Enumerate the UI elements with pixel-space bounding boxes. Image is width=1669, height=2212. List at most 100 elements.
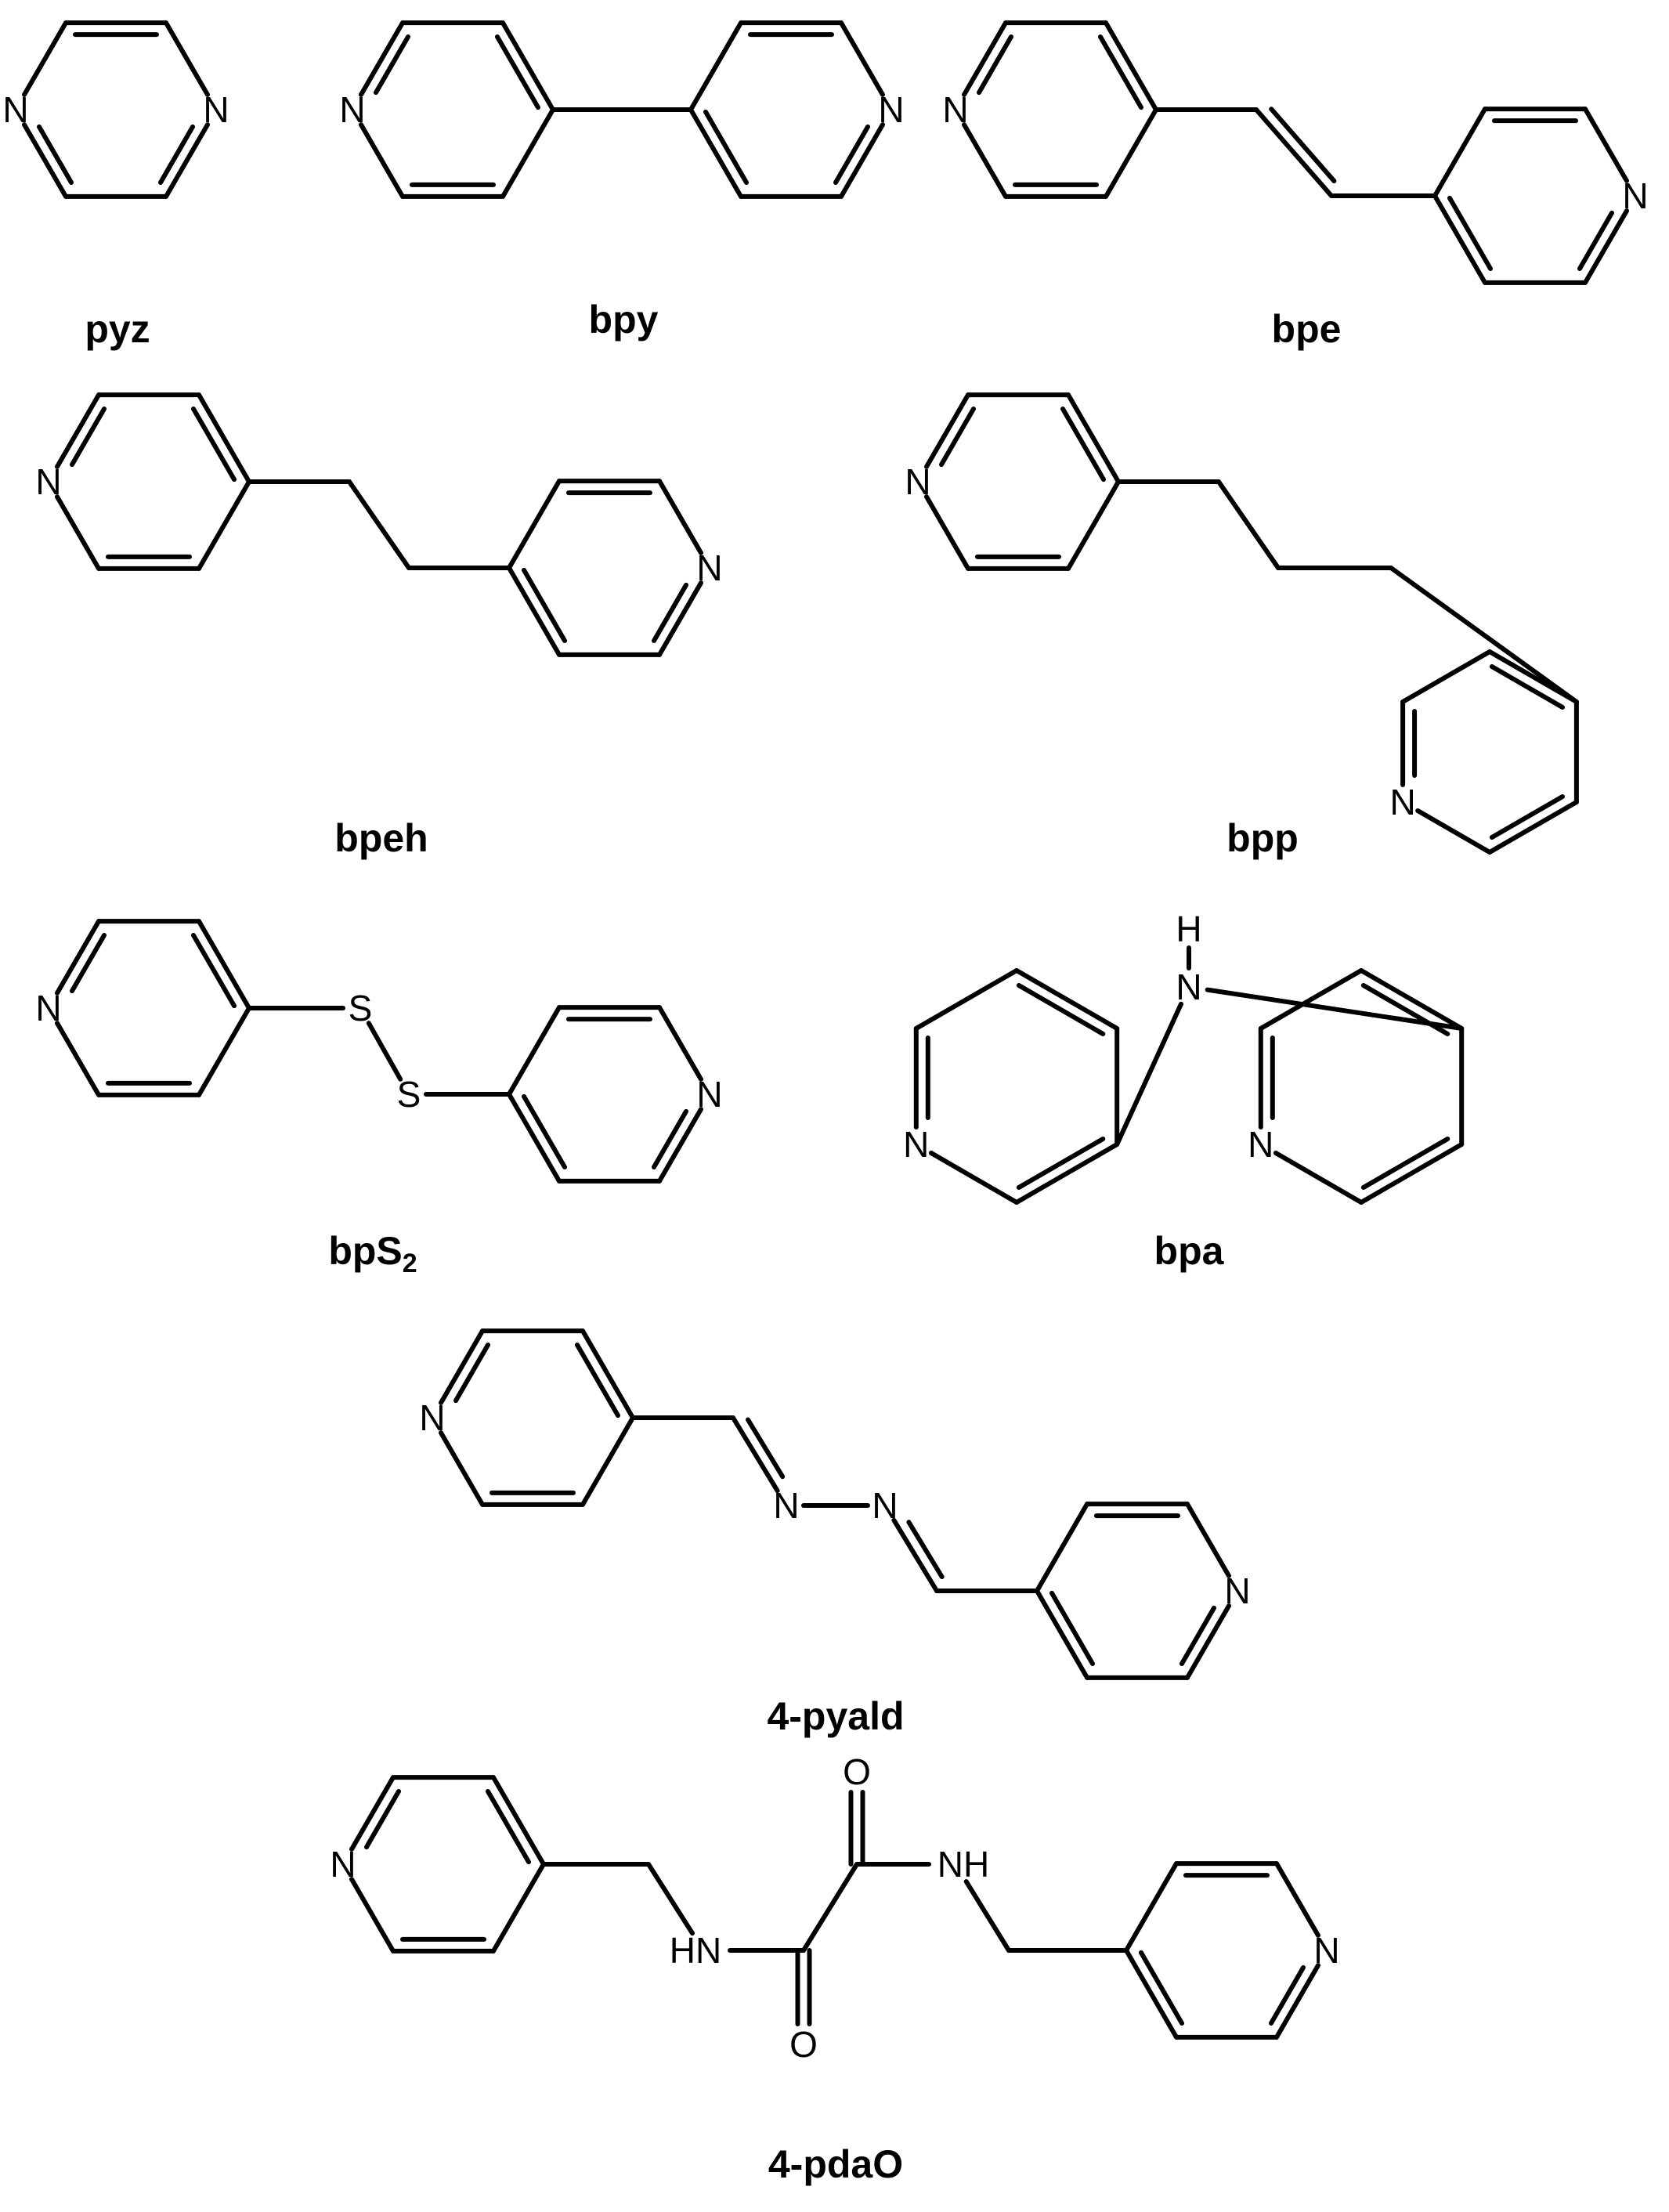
bpy-right-ring-double-bond xyxy=(688,107,743,199)
bpe-right-nitrogen-atom: N xyxy=(1622,175,1648,216)
bpa-amine-hydrogen-atom: H xyxy=(1176,909,1201,949)
bpp-right-ring-double-bond xyxy=(1487,800,1579,855)
bpy-left-ring-bond xyxy=(500,107,555,199)
bpe-left-ring-bond xyxy=(962,122,1008,199)
bpe-left-ring-double-bond xyxy=(962,20,1008,97)
bpp-left-nitrogen-atom: N xyxy=(905,461,930,502)
4-pyald-left-ring-bond xyxy=(439,1430,485,1507)
bps2-right-ring-double-bond xyxy=(522,1093,567,1169)
bpeh-left-ring-double-bond xyxy=(55,392,101,469)
bpp-right-nitrogen-atom: N xyxy=(1389,782,1415,822)
4-pdao-left-ring-double-bond xyxy=(491,1775,546,1867)
bpy-left-ring-double-bond xyxy=(500,20,555,112)
label-bpa: bpa xyxy=(1154,1229,1224,1273)
bpp-right-ring-bond xyxy=(1415,808,1492,855)
single-bond xyxy=(347,479,411,570)
bpe-right-ring-double-bond xyxy=(1432,193,1487,285)
bpeh-right-ring-bond xyxy=(657,479,703,555)
bpp-right-ring-double-bond xyxy=(1489,794,1565,840)
bpa-right-nitrogen-atom: N xyxy=(1248,1124,1273,1165)
label-bpeh: bpeh xyxy=(334,816,428,860)
4-pyald-right-ring-double-bond xyxy=(1035,1589,1089,1680)
4-pyald-right-ring-bond xyxy=(1035,1502,1089,1593)
bpy-left-nitrogen-atom: N xyxy=(339,89,365,130)
pyz-ring-double-bond xyxy=(22,122,68,199)
bpp-left-ring-double-bond xyxy=(1060,407,1106,483)
pyz-ring-bond xyxy=(22,20,68,97)
4-pdao-right-ring-double-bond xyxy=(1269,1964,1306,2026)
pyz-ring-bond xyxy=(164,20,210,97)
bpa-left-ring-double-bond xyxy=(1016,1137,1106,1190)
4-pyald-left-ring-bond xyxy=(580,1415,635,1507)
4-pyald-right-ring-bond xyxy=(1185,1502,1231,1578)
4-pyald-imine-double-bond xyxy=(891,1517,939,1593)
4-pdao-right-ring-double-bond xyxy=(1139,1950,1184,2026)
label-bpp: bpp xyxy=(1226,816,1299,860)
bps2-right-ring-bond xyxy=(507,1005,562,1097)
4-pdao-left-ring-bond xyxy=(349,1877,396,1954)
4-pdao-right-nitrogen-atom: N xyxy=(1313,1930,1339,1971)
bpe-left-ring-double-bond xyxy=(977,34,1013,96)
bpeh-right-nitrogen-atom: N xyxy=(696,548,722,588)
4-pyald-right-ring-double-bond xyxy=(1049,1590,1095,1666)
bpa-amine-nitrogen-atom: N xyxy=(1176,967,1201,1007)
bpp-left-ring-double-bond xyxy=(939,407,976,468)
bpe-right-ring-double-bond xyxy=(1577,210,1614,271)
4-pyald-imine-double-bond xyxy=(906,1520,945,1579)
bpy-left-ring-double-bond xyxy=(359,20,405,97)
bpe-right-ring-bond xyxy=(1432,107,1487,198)
bps2-left-ring-bond xyxy=(197,1006,251,1097)
4-pdao-right-ring-bond xyxy=(1124,1861,1179,1953)
single-bond xyxy=(1205,987,1465,1031)
bpy-left-ring-double-bond xyxy=(374,34,410,96)
pyz-ring-double-bond xyxy=(164,122,210,199)
pyz-ring-double-bond xyxy=(37,124,74,185)
bpeh-left-nitrogen-atom: N xyxy=(35,461,61,502)
bpe-left-ring-double-bond xyxy=(1104,20,1158,112)
label-pyz: pyz xyxy=(85,307,150,351)
bps2-right-ring-double-bond xyxy=(507,1092,562,1184)
4-pdao-left-ring-double-bond xyxy=(364,1789,401,1850)
bpa-left-nitrogen-atom: N xyxy=(903,1124,929,1165)
4-pyald-imine-double-bond xyxy=(731,1415,780,1494)
single-bond xyxy=(366,1021,403,1082)
bpa-right-ring-bond xyxy=(1273,1151,1364,1205)
4-pyald-right-ring-double-bond xyxy=(1179,1605,1216,1666)
single-bond xyxy=(1216,479,1281,570)
bpe-left-ring-double-bond xyxy=(1098,34,1143,110)
bpe-vinyl-double-bond xyxy=(1254,107,1334,198)
single-bond xyxy=(963,1879,1011,1953)
bpp-right-ring-double-bond xyxy=(1489,664,1565,710)
bpa-left-ring-double-bond xyxy=(1014,968,1120,1031)
bpeh-left-ring-double-bond xyxy=(191,407,237,483)
bpy-right-ring-bond xyxy=(688,20,743,112)
bpeh-left-ring-double-bond xyxy=(70,407,107,468)
4-pdao-right-ring-double-bond xyxy=(1124,1948,1179,2040)
bps2-right-nitrogen-atom: N xyxy=(696,1074,722,1115)
4-pdao-oxygen-atom: O xyxy=(789,2024,818,2065)
bpeh-right-ring-bond xyxy=(507,479,562,570)
bpa-right-ring-double-bond xyxy=(1360,1137,1450,1190)
pyz-ring-double-bond xyxy=(158,124,195,185)
single-bond xyxy=(1389,566,1579,704)
bps2-left-ring-double-bond xyxy=(55,919,101,996)
bpp-left-ring-double-bond xyxy=(1066,392,1121,484)
bpy-right-ring-double-bond xyxy=(833,124,870,185)
label-bpy: bpy xyxy=(588,298,659,342)
bpy-right-ring-bond xyxy=(839,20,885,97)
4-pdao-amide-nh-atom: NH xyxy=(937,1844,989,1885)
bpe-vinyl-double-bond xyxy=(1269,107,1337,184)
4-pdao-left-ring-double-bond xyxy=(486,1789,531,1865)
label-bps2: bpS2 xyxy=(328,1229,417,1278)
bps2-right-ring-bond xyxy=(657,1005,703,1082)
bpa-left-ring-double-bond xyxy=(1014,1142,1120,1205)
bpe-left-nitrogen-atom: N xyxy=(942,89,968,130)
4-pdao-left-ring-double-bond xyxy=(349,1775,396,1852)
4-pyald-left-ring-double-bond xyxy=(580,1328,635,1420)
bpa-left-ring-bond xyxy=(913,968,1019,1031)
4-pdao-right-ring-bond xyxy=(1274,1861,1320,1938)
4-pyald-left-nitrogen-atom: N xyxy=(419,1397,445,1438)
bpp-left-ring-bond xyxy=(1066,479,1121,571)
